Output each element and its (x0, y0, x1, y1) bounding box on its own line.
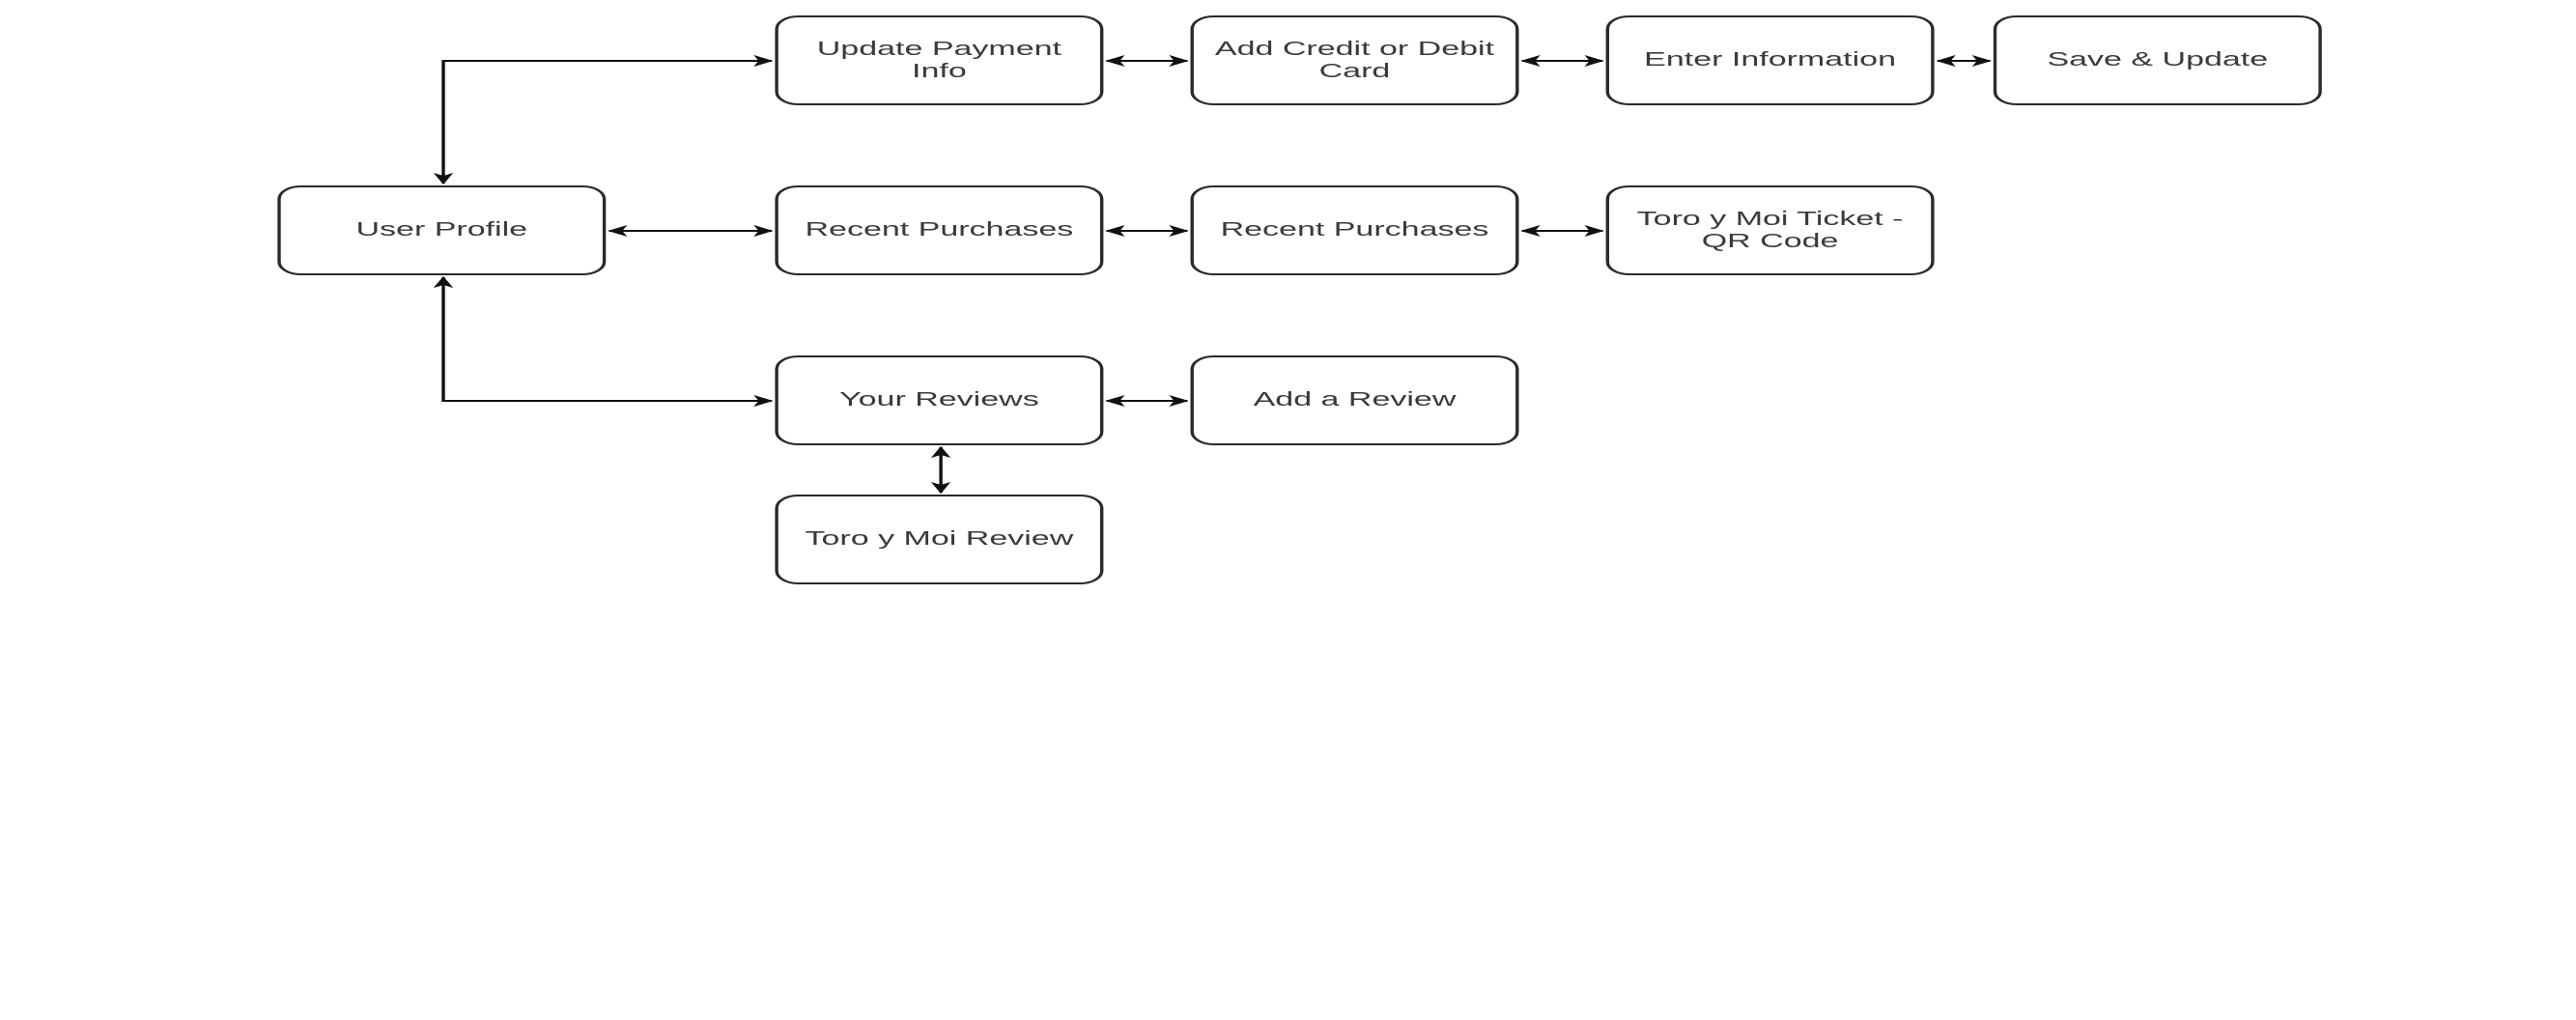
node-add-credit-or-debit-card[interactable]: Add Credit or Debit Card (1190, 15, 1519, 105)
node-toro-y-moi-review[interactable]: Toro y Moi Review (775, 495, 1104, 584)
node-label: Add Credit or Debit Card (1214, 38, 1495, 82)
node-user-profile[interactable]: User Profile (277, 185, 607, 275)
node-recent-purchases-detail[interactable]: Recent Purchases (1190, 185, 1519, 275)
node-update-payment-info[interactable]: Update Payment Info (775, 15, 1104, 105)
node-enter-information[interactable]: Enter Information (1605, 15, 1935, 105)
node-label: Recent Purchases (805, 219, 1074, 241)
node-save-and-update[interactable]: Save & Update (1993, 15, 2322, 105)
node-recent-purchases[interactable]: Recent Purchases (775, 185, 1104, 275)
node-label: Recent Purchases (1220, 219, 1489, 241)
node-add-a-review[interactable]: Add a Review (1190, 355, 1519, 445)
node-label: Save & Update (2047, 49, 2269, 71)
node-label: Enter Information (1644, 49, 1896, 71)
node-label: User Profile (355, 219, 528, 241)
node-label: Toro y Moi Ticket - QR Code (1636, 208, 1904, 252)
node-label: Add a Review (1253, 389, 1457, 411)
node-label: Update Payment Info (816, 38, 1062, 82)
node-your-reviews[interactable]: Your Reviews (775, 355, 1104, 445)
node-ticket-qr-code[interactable]: Toro y Moi Ticket - QR Code (1605, 185, 1935, 275)
node-label: Your Reviews (839, 389, 1039, 411)
connector-user-profile-update-payment (433, 55, 774, 184)
node-label: Toro y Moi Review (805, 528, 1074, 550)
connector-user-profile-your-reviews (433, 276, 774, 407)
